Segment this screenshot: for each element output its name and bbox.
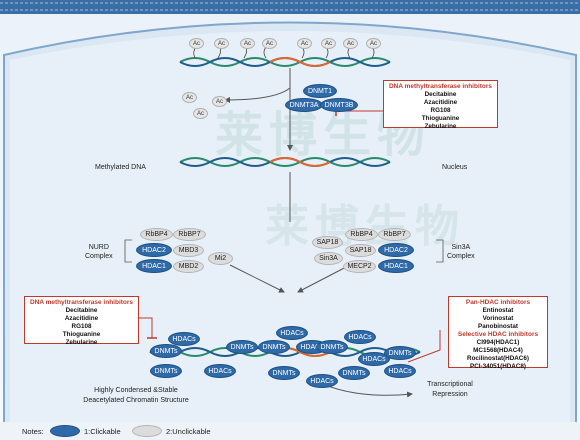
repression-label-line1: Transcriptional — [427, 381, 473, 388]
selective-hdac-title: Selective HDAC inhibitors — [457, 331, 539, 338]
nurd-label: NURD Complex — [85, 243, 113, 261]
hdacs-node[interactable]: HDACs — [276, 326, 308, 340]
dnmts-node[interactable]: DNMTs — [268, 366, 300, 380]
drug-item: Rocilinostat(HDAC6) — [467, 355, 529, 362]
legend-unclickable-swatch — [132, 425, 162, 437]
inhibit-right-line — [407, 330, 441, 363]
sin3a-mecp2: MECP2 — [343, 260, 376, 273]
repression-label: Transcriptional Repression — [410, 380, 490, 400]
nurd-mi2: Mi2 — [208, 252, 233, 265]
hdacs-node[interactable]: HDACs — [204, 364, 236, 378]
dnmt-inhibitors-top: DNA methyltransferase inhibitors Decitab… — [383, 80, 498, 130]
methylated-dna-label: Methylated DNA — [95, 164, 146, 171]
drug-item: RG108 — [71, 323, 92, 330]
hdac-inhibitors-right: Pan-HDAC inhibitors Entinostat Vorinosta… — [448, 296, 548, 370]
nurd-rbbp7: RbBP7 — [173, 228, 206, 241]
hdacs-node[interactable]: HDACs — [384, 364, 416, 378]
sin3a-label: Sin3A Complex — [447, 243, 475, 261]
hdacs-node[interactable]: HDACs — [344, 330, 376, 344]
drug-item: Azacitidine — [64, 315, 99, 322]
cell-membrane — [0, 0, 580, 14]
drug-item: Decitabine — [65, 307, 98, 314]
acetyl-released: Ac — [193, 108, 208, 119]
nurd-mbd2: MBD2 — [173, 260, 204, 273]
chromatin-label-line1: Highly Condensed &Stable — [94, 387, 178, 394]
inhibitor-title: DNA methyltransferase inhibitors — [388, 83, 493, 90]
drug-item: Zebularine — [65, 339, 98, 346]
sin3a-sap18-b: SAP18 — [345, 244, 376, 257]
drug-item: Zebularine — [424, 123, 457, 130]
drug-item: Thioguanine — [421, 115, 460, 122]
notes-label: Notes: — [22, 427, 44, 436]
dna-strand-top — [179, 57, 391, 67]
dnmt3b-node[interactable]: DNMT3B — [320, 98, 358, 112]
acetyl-released: Ac — [212, 96, 227, 107]
membrane-lipids — [0, 2, 580, 11]
nurd-label-line2: Complex — [85, 253, 113, 260]
sin3a-hdac1[interactable]: HDAC1 — [378, 259, 414, 273]
chromatin-label: Highly Condensed &Stable Deacetylated Ch… — [56, 386, 216, 406]
acetyl-group: Ac — [189, 38, 204, 49]
nurd-hdac1[interactable]: HDAC1 — [136, 259, 172, 273]
drug-item: Entinostat — [482, 307, 514, 314]
drug-item: RG108 — [430, 107, 451, 114]
drug-item: Thioguanine — [62, 331, 101, 338]
acetyl-group: Ac — [321, 38, 336, 49]
nurd-bracket — [124, 239, 132, 263]
chromatin-label-line2: Deacetylated Chromatin Structure — [83, 397, 189, 404]
drug-item: Azacitidine — [423, 99, 458, 106]
acetyl-group: Ac — [262, 38, 277, 49]
sin3a-label-line2: Complex — [447, 253, 475, 260]
dna-strand-methylated — [179, 157, 391, 167]
dnmts-node[interactable]: DNMTs — [258, 340, 290, 354]
dnmts-node[interactable]: DNMTs — [150, 364, 182, 378]
dnmts-node[interactable]: DNMTs — [150, 344, 182, 358]
nurd-mbd3: MBD3 — [173, 244, 204, 257]
acetyl-released: Ac — [182, 92, 197, 103]
drug-item: PCI-34051(HDAC8) — [470, 363, 526, 370]
sin3a-rbbp4: RbBP4 — [345, 228, 378, 241]
legend-clickable-swatch — [50, 425, 80, 437]
drug-item: Vorinostat — [482, 315, 514, 322]
sin3a-rbbp7: RbBP7 — [378, 228, 411, 241]
acetyl-group: Ac — [366, 38, 381, 49]
nucleus-label: Nucleus — [442, 164, 468, 171]
legend-unclickable-label: 2:Unclickable — [166, 427, 211, 436]
drug-item: CI994(HDAC1) — [476, 339, 520, 346]
arrow-sin3a — [297, 264, 351, 293]
pan-hdac-title: Pan-HDAC inhibitors — [465, 299, 531, 306]
sin3a-sin3a: Sin3A — [314, 252, 343, 265]
inhibitor-title: DNA methyltransferase inhibitors — [29, 299, 134, 306]
acetyl-group: Ac — [214, 38, 229, 49]
dnmt-inhibitors-left: DNA methyltransferase inhibitors Decitab… — [24, 296, 139, 346]
drug-item: MC1568(HDAC4) — [473, 347, 523, 354]
dnmts-node[interactable]: DNMTs — [226, 340, 258, 354]
repression-label-line2: Repression — [432, 391, 468, 398]
dnmts-node[interactable]: DNMTs — [384, 346, 416, 360]
arrow-nurd — [229, 264, 285, 293]
hdacs-node[interactable]: HDACs — [168, 332, 200, 346]
legend-clickable-label: 1:Clickable — [84, 427, 121, 436]
acetyl-group: Ac — [343, 38, 358, 49]
drug-item: Panobinostat — [478, 323, 518, 330]
sin3a-sap18-a: SAP18 — [312, 236, 343, 249]
arrow-acetyl-removal — [224, 87, 291, 103]
hdacs-node[interactable]: HDACs — [306, 374, 338, 388]
nurd-rbbp4: RbBP4 — [140, 228, 173, 241]
dnmt3a-node[interactable]: DNMT3A — [285, 98, 323, 112]
sin3a-hdac2[interactable]: HDAC2 — [378, 243, 414, 257]
sin3a-bracket — [436, 239, 444, 263]
dnmt1-node[interactable]: DNMT1 — [303, 84, 337, 98]
dnmts-node[interactable]: DNMTs — [316, 340, 348, 354]
sin3a-label-line1: Sin3A — [451, 244, 471, 251]
nurd-label-line1: NURD — [88, 244, 109, 251]
dnmts-node[interactable]: DNMTs — [338, 366, 370, 380]
hdacs-node[interactable]: HDACs — [358, 352, 390, 366]
acetyl-group: Ac — [297, 38, 312, 49]
nurd-hdac2[interactable]: HDAC2 — [136, 243, 172, 257]
drug-item: Decitabine — [424, 91, 457, 98]
acetyl-group: Ac — [240, 38, 255, 49]
